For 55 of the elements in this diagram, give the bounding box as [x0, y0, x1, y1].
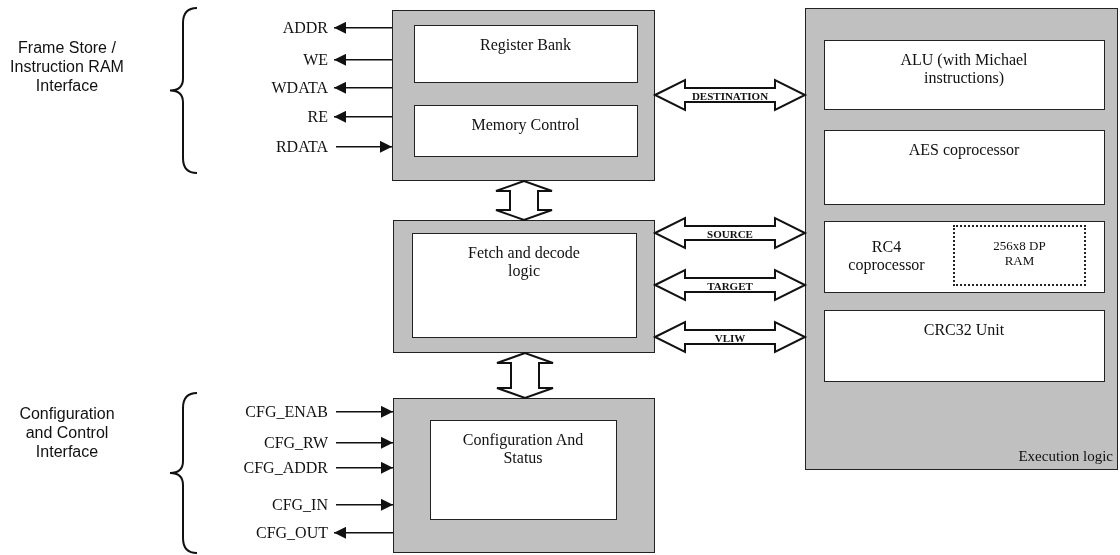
block-title: ALU (with Michael instructions)	[899, 50, 1029, 88]
module-box	[823, 129, 1105, 205]
signal-label: WE	[303, 51, 328, 69]
module-box	[411, 232, 637, 338]
edge-label: VLIW	[714, 332, 746, 343]
block-title: CRC32 Unit	[922, 320, 1006, 339]
signal-label: RE	[307, 108, 328, 126]
bus-arrow	[496, 351, 554, 400]
edge-label: TARGET	[707, 280, 753, 291]
module-box	[823, 39, 1105, 110]
bus-arrow	[652, 320, 808, 354]
signal-label: ADDR	[282, 19, 328, 37]
memory-block	[953, 225, 1086, 286]
signal-arrow	[333, 110, 393, 123]
signal-arrow	[335, 461, 394, 474]
block-title: Configuration And Status	[461, 430, 585, 468]
group-label: Configuration and Control Interface	[18, 404, 116, 462]
block-title: RC4 coprocessor	[847, 237, 926, 275]
signal-label: WDATA	[271, 79, 328, 97]
logic-block	[393, 398, 655, 553]
signal-arrow	[335, 405, 394, 418]
signal-arrow	[333, 526, 394, 539]
block-title: Memory Control	[470, 115, 581, 134]
bus-arrow	[495, 179, 553, 222]
module-box	[429, 419, 617, 520]
block-title: AES coprocessor	[907, 140, 1021, 159]
block-title: Execution logic	[1018, 447, 1113, 465]
module-box	[413, 24, 638, 83]
block-title: Fetch and decode logic	[467, 243, 581, 281]
signal-label: RDATA	[275, 138, 328, 156]
signal-arrow	[335, 140, 393, 153]
module-box	[823, 220, 1105, 293]
signal-arrow	[333, 81, 393, 94]
signal-label: CFG_IN	[272, 496, 328, 514]
signal-arrow	[333, 53, 393, 66]
logic-block	[393, 220, 655, 353]
logic-block	[392, 10, 655, 181]
signal-arrow	[335, 436, 394, 449]
signal-label: CFG_RW	[264, 434, 328, 452]
module-box	[823, 309, 1105, 382]
signal-arrow	[335, 498, 394, 511]
bus-arrow	[652, 78, 808, 112]
logic-block	[805, 8, 1118, 470]
signal-arrow	[333, 21, 393, 34]
group-label: Frame Store / Instruction RAM Interface	[9, 38, 125, 96]
signal-label: CFG_OUT	[256, 524, 328, 542]
block-title: 256x8 DP RAM	[992, 239, 1047, 269]
bus-arrow	[652, 216, 808, 250]
block-title: Register Bank	[478, 35, 573, 54]
edge-label: DESTINATION	[691, 90, 769, 101]
edge-label: SOURCE	[707, 228, 753, 239]
signal-label: CFG_ENAB	[245, 403, 328, 421]
bus-arrow	[652, 268, 808, 302]
signal-label: CFG_ADDR	[243, 459, 328, 477]
module-box	[413, 104, 638, 157]
